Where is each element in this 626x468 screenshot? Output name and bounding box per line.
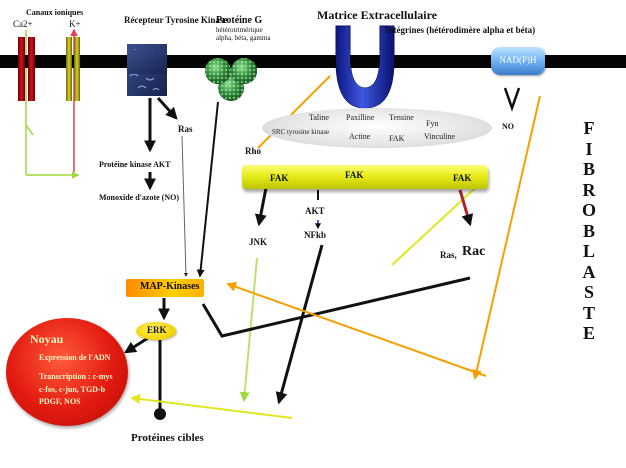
ras-to-map-arrow [181, 135, 188, 277]
fibroblaste-letter: B [582, 220, 595, 241]
fibroblaste-letter: B [582, 159, 595, 179]
fak-to-jnk-arrow [254, 187, 268, 227]
ca-flux-tick [25, 124, 34, 136]
fibroblaste-letter: L [582, 241, 595, 261]
targets-knob [154, 408, 166, 420]
complex-tensine: Tensine [389, 113, 414, 122]
fak-bar-left: FAK [270, 173, 289, 183]
fak-to-rasrac-arrow [458, 189, 474, 227]
fibroblaste-letter: A [582, 261, 596, 282]
complex-vinculine: Vinculine [424, 132, 456, 141]
proteineg-to-map-arrow [196, 101, 219, 278]
fak-yellow-line [391, 177, 487, 266]
orange-to-map-arrow [226, 281, 487, 377]
receptor-tyrosine-kinase-icon [127, 44, 167, 96]
yellow-to-nucleus-arrow [130, 394, 293, 419]
fibroblaste-letter: O [581, 200, 596, 220]
integrines-label: Intégrines (hétérodimère alpha et béta) [385, 25, 536, 35]
complex-paxilline: Paxilline [346, 113, 375, 122]
noyau-line4: PDGF, NOS [39, 397, 81, 406]
fibroblaste-letter: F [583, 118, 595, 138]
nad-to-nucleus-arrow [471, 95, 541, 380]
akt-proteine-label: Protéine kinase AKT [99, 160, 171, 169]
proteine-g-sub1: hétérotrimérique [216, 26, 263, 34]
rac-label: Rac [462, 244, 486, 259]
complex-src: SRC tyrosine kinase [272, 128, 330, 136]
rho-label: Rho [245, 146, 262, 156]
nadph-oxidase [491, 47, 545, 75]
matrice-label: Matrice Extracellulaire [317, 8, 438, 22]
recepteur-label: Récepteur Tyrosine Kinase [124, 15, 228, 25]
noyau-title: Noyau [30, 332, 64, 346]
proteines-cibles-label: Protéines cibles [131, 432, 204, 444]
ras-small-label: Ras, [440, 250, 457, 260]
complex-taline: Taline [309, 113, 329, 122]
map-kinases-label: MAP-Kinases [140, 281, 200, 292]
ras-label: Ras [178, 124, 193, 134]
proteine-g-sub2: alpha, béta, gamma [216, 34, 271, 42]
nfkb-to-nucleus-arrow [275, 244, 324, 405]
fibroblaste-letter: T [582, 302, 595, 323]
proteine-g-label: Protéine G [216, 15, 263, 26]
k-label: K+ [69, 19, 81, 29]
complex-fak: FAK [389, 134, 405, 143]
rtk-to-ras-arrow [156, 96, 178, 120]
integrin-to-rho-line [257, 75, 331, 149]
complex-actine: Actine [349, 132, 371, 141]
jnk-label: JNK [249, 237, 267, 247]
erk-label: ERK [147, 325, 167, 335]
no-monoxide-label: Monoxide d'azote (NO) [99, 193, 179, 202]
fibroblaste-letter: E [582, 323, 595, 343]
erk-to-nucleus-arrow [123, 336, 149, 354]
akt-label: AKT [305, 206, 325, 216]
ca-label: Ca2+ [13, 19, 33, 29]
noyau-line3: c-fos, c-jun, TGD-b [39, 385, 106, 394]
canaux-ioniques-label: Canaux ioniques [26, 8, 84, 17]
nadph-label: NAD(P)H [499, 55, 537, 65]
rasrac-to-map-line [201, 276, 471, 338]
nfkb-label: NFkb [304, 230, 327, 240]
complex-fyn: Fyn [426, 119, 439, 128]
noyau-nucleus [6, 318, 128, 426]
no-label: NO [502, 122, 514, 131]
nad-to-no-arrow [503, 87, 521, 112]
fibroblaste-letter: R [582, 179, 596, 200]
fak-bar-right: FAK [453, 173, 472, 183]
noyau-line2: Transcription : c-mys [39, 372, 113, 381]
fak-bar-center: FAK [345, 170, 364, 180]
ion-channel-icon [18, 37, 80, 101]
fibroblaste-letter: S [583, 282, 594, 302]
noyau-line1: Expression de l'ADN [39, 353, 111, 362]
map-kinases-box [126, 279, 204, 297]
fibroblaste-letter: I [585, 138, 593, 159]
focal-adhesion-complex [262, 108, 492, 148]
fak-bar [242, 165, 488, 189]
erk-ellipse [136, 322, 176, 340]
